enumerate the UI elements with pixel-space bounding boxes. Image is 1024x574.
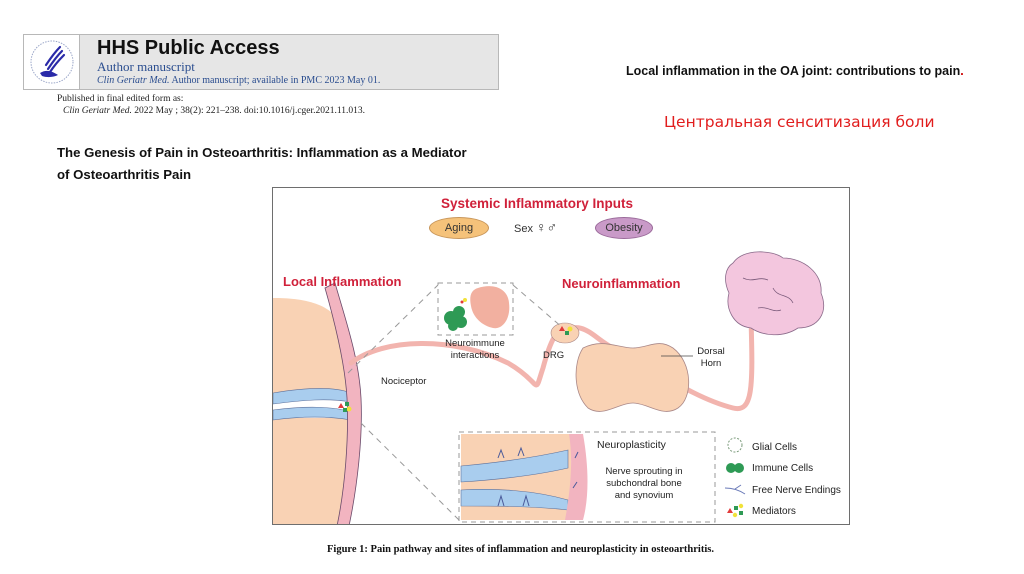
nerve-sprouting-text: Nerve sprouting in subchondral bone and … [589,466,699,502]
dorsal-horn-label: Dorsal Horn [693,346,729,370]
neuroinflammation-heading: Neuroinflammation [562,276,681,291]
legend-immune-cells: Immune Cells [752,463,814,474]
slide-subtitle-russian: Центральная сенситизация боли [664,113,935,131]
slide-title-text: Local inflammation in the OA joint: cont… [626,64,961,78]
dorsal-line2: Horn [700,358,722,369]
figure-pain-pathway: Systemic Inflammatory Inputs Aging Sex ♀… [272,187,850,525]
brain [725,251,824,336]
citation-journal: Clin Geriatr Med. [63,106,132,116]
immune-cell-icon [726,463,744,473]
glial-cell-icon [727,437,743,453]
citation-text: 2022 May ; 38(2): 221–238. doi:10.1016/j… [134,106,366,116]
sprouting-line1: Nerve sprouting in [605,466,683,477]
dorsal-line1: Dorsal [697,346,725,357]
mediators-icon [727,503,744,518]
citation-line: Clin Geriatr Med. 2022 May ; 38(2): 221–… [63,106,365,116]
hhs-public-access-banner: HHS Public Access Author manuscript Clin… [23,34,499,90]
spinal-cord [575,343,690,412]
legend-icons [724,437,746,518]
nociceptor-nerve [348,329,566,388]
slide-title-period: . [960,64,964,78]
sex-symbols-icon: ♀♂ [536,219,558,235]
hhs-eagle-seal-icon [24,35,80,89]
neuroplasticity-label: Neuroplasticity [597,439,666,451]
hhs-title: HHS Public Access [97,37,280,59]
journal-name: Clin Geriatr Med. [97,75,170,86]
joint-illustration [273,282,362,524]
drg-label: DRG [543,350,565,361]
legend-mediators: Mediators [752,506,796,517]
neuroimmune-inset [347,282,564,374]
slide-title: Local inflammation in the OA joint: cont… [626,64,964,78]
sprouting-line3: and synovium [614,490,674,501]
aging-badge: Aging [429,217,489,239]
published-label: Published in final edited form as: [57,94,184,104]
author-manuscript-label: Author manuscript [97,59,195,74]
neuroimmune-label: Neuroimmune interactions [439,338,511,362]
nociceptor-label: Nociceptor [381,376,427,387]
sex-label: Sex ♀♂ [514,219,557,235]
legend-free-nerve-endings: Free Nerve Endings [752,485,841,496]
neuroimmune-line1: Neuroimmune [445,338,505,349]
legend-glial-cells: Glial Cells [752,442,798,453]
local-inflammation-heading: Local Inflammation [283,274,402,289]
sex-text: Sex [514,223,533,235]
availability-line: Clin Geriatr Med. Author manuscript; ava… [97,75,380,86]
obesity-badge: Obesity [595,217,653,239]
availability-text: Author manuscript; available in PMC 2023… [171,75,381,86]
neuroimmune-line2: interactions [450,350,500,361]
figure-illustration [273,251,824,524]
free-nerve-ending-icon [724,484,746,495]
sprouting-line2: subchondral bone [606,478,682,489]
systemic-inflammatory-heading: Systemic Inflammatory Inputs [441,196,634,211]
article-title: The Genesis of Pain in Osteoarthritis: I… [57,145,467,182]
figure-caption: Figure 1: Pain pathway and sites of infl… [327,544,714,555]
neuroplasticity-inset [360,422,716,523]
joint-mediators [338,402,352,412]
